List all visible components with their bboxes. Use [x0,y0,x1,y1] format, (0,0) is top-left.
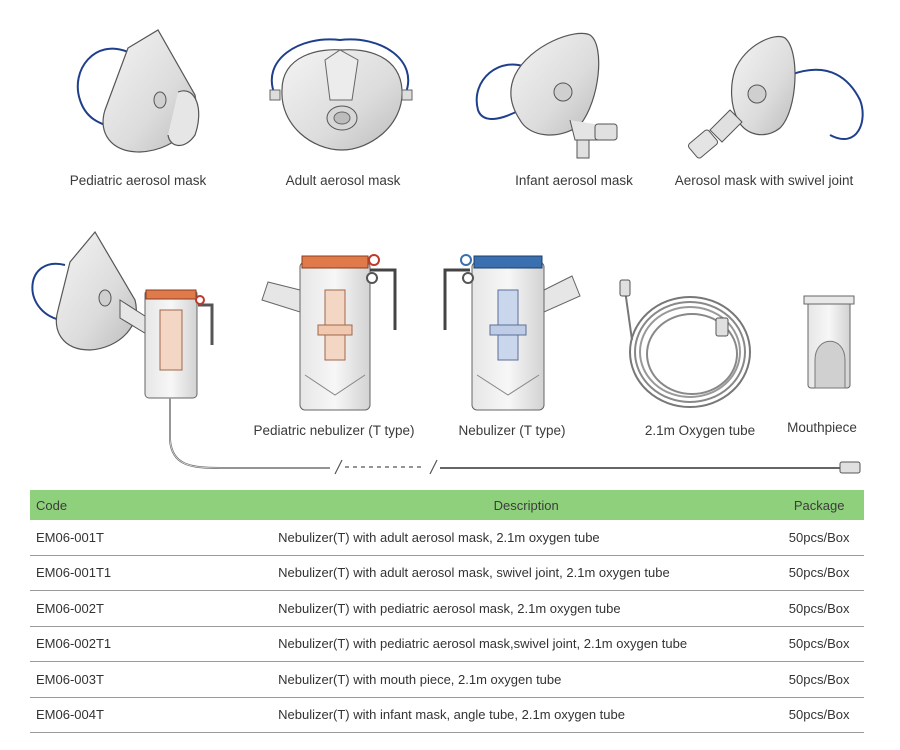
header-description: Description [278,490,775,520]
table-row: EM06-001T1 Nebulizer(T) with adult aeros… [30,555,864,591]
cell-package: 50pcs/Box [774,626,864,662]
pediatric-mask-icon [76,29,200,153]
cell-code: EM06-002T1 [30,626,279,662]
cell-package: 50pcs/Box [774,555,864,591]
table-header-row: Code Description Package [30,490,864,520]
table-row: EM06-002T Nebulizer(T) with pediatric ae… [30,590,864,627]
nebulizer-kit-icon [31,230,861,475]
cell-description: Nebulizer(T) with mouth piece, 2.1m oxyg… [278,661,775,698]
caption-mouthpiece: Mouthpiece [787,420,857,435]
header-code: Code [30,490,279,520]
caption-adult-aerosol-mask: Adult aerosol mask [285,173,401,188]
caption-oxygen-tube: 2.1m Oxygen tube [644,423,756,438]
cell-code: EM06-002T [30,590,279,627]
cell-description: Nebulizer(T) with adult aerosol mask, 2.… [278,520,775,556]
caption-pediatric-aerosol-mask: Pediatric aerosol mask [69,173,207,188]
cell-description: Nebulizer(T) with pediatric aerosol mask… [278,590,775,627]
cell-description: Nebulizer(T) with adult aerosol mask, sw… [278,555,775,591]
cell-code: EM06-001T1 [30,555,279,591]
cell-package: 50pcs/Box [774,590,864,627]
caption-infant-aerosol-mask: Infant aerosol mask [515,173,633,188]
cell-code: EM06-003T [30,661,279,698]
nebulizer-icon [443,254,581,411]
header-package: Package [774,490,864,520]
oxygen-tube-icon [619,279,751,408]
pediatric-nebulizer-icon [261,254,397,411]
adult-mask-icon [269,38,413,151]
cell-code: EM06-001T [30,520,279,556]
cell-package: 50pcs/Box [774,661,864,698]
infant-mask-icon [475,32,618,159]
product-illustrations [31,29,864,475]
caption-swivel-mask: Aerosol mask with swivel joint [674,173,854,188]
cell-description: Nebulizer(T) with pediatric aerosol mask… [278,626,775,662]
cell-code: EM06-004T [30,697,279,733]
cell-description: Nebulizer(T) with infant mask, angle tub… [278,697,775,733]
table-row: EM06-001T Nebulizer(T) with adult aeroso… [30,520,864,556]
mouthpiece-icon [803,295,855,389]
swivel-mask-icon [687,36,864,159]
table-row: EM06-002T1 Nebulizer(T) with pediatric a… [30,626,864,662]
caption-pediatric-nebulizer: Pediatric nebulizer (T type) [253,423,415,438]
table-row: EM06-004T Nebulizer(T) with infant mask,… [30,697,864,733]
cell-package: 50pcs/Box [774,520,864,556]
table-row: EM06-003T Nebulizer(T) with mouth piece,… [30,661,864,698]
product-spec-table: Code Description Package EM06-001T Nebul… [30,490,864,733]
caption-nebulizer: Nebulizer (T type) [458,423,566,438]
cell-package: 50pcs/Box [774,697,864,733]
